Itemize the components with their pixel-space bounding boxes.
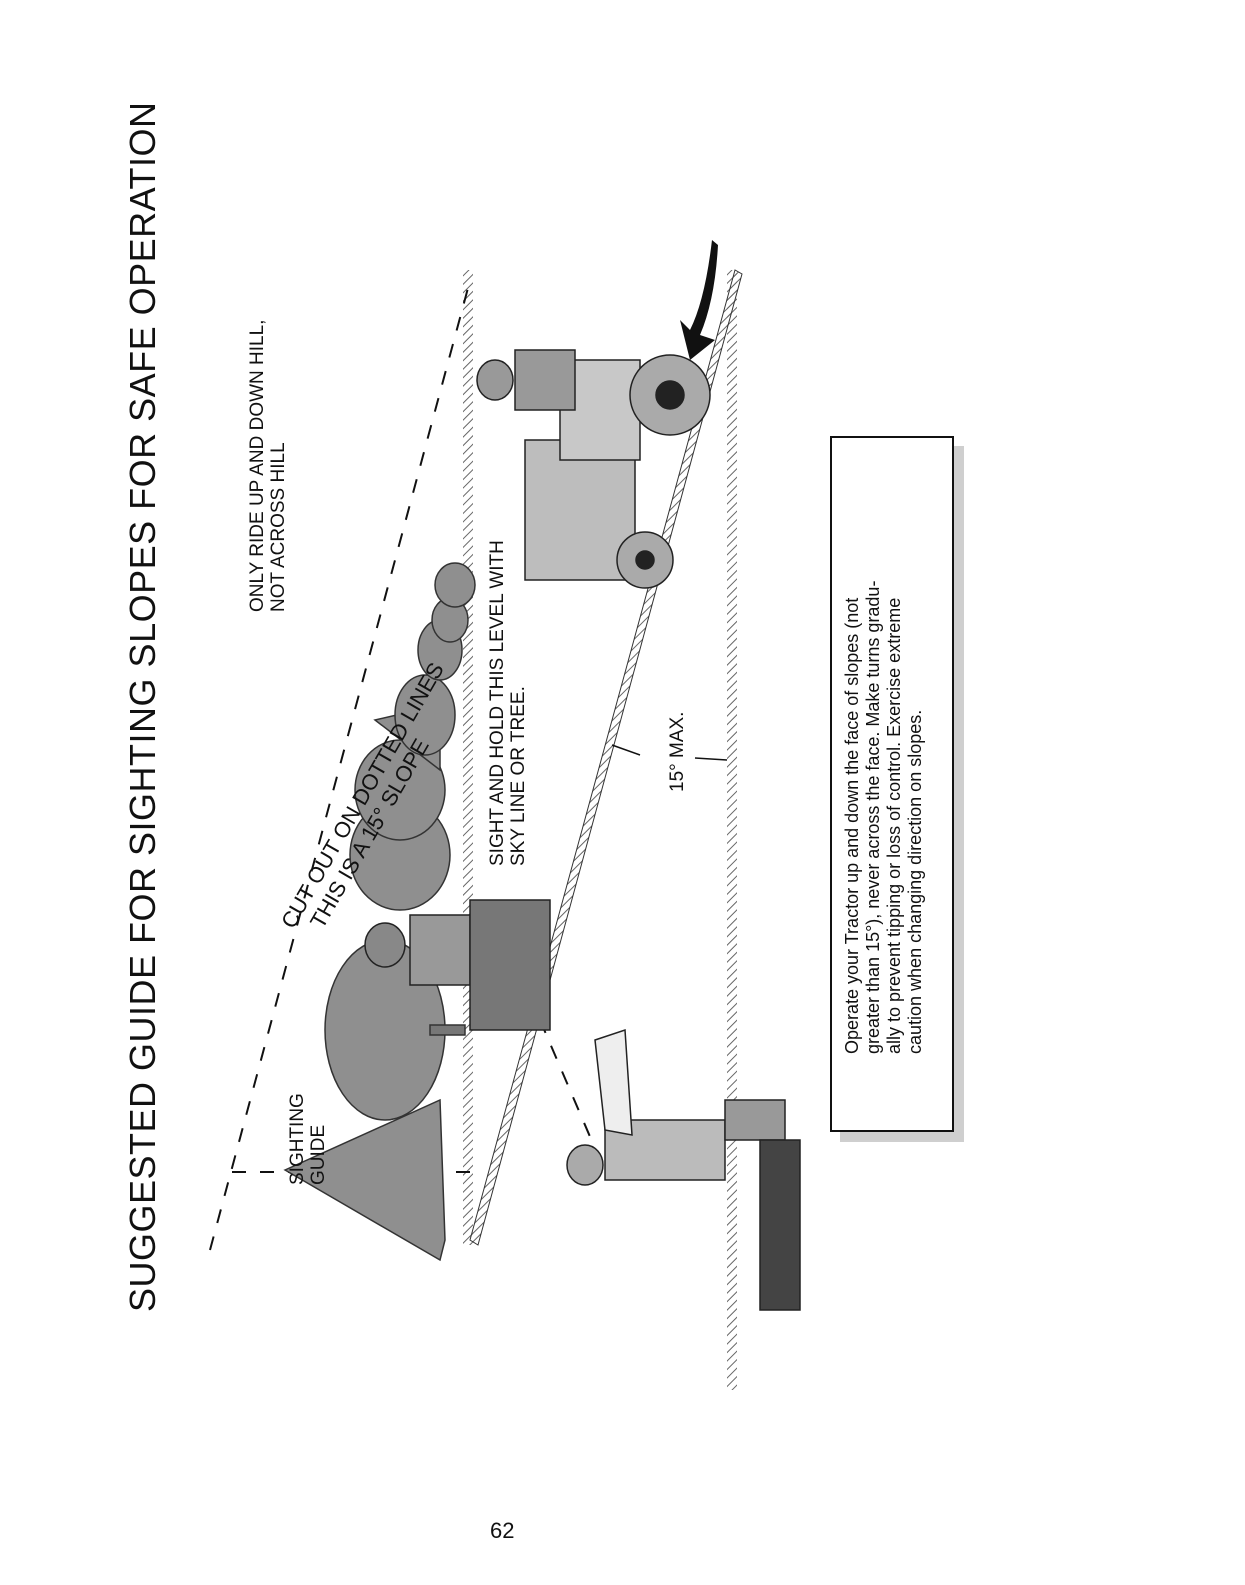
page-title: SUGGESTED GUIDE FOR SIGHTING SLOPES FOR … — [122, 101, 163, 1313]
person-holding-guide-icon — [566, 1028, 801, 1311]
warning-box — [830, 436, 954, 1132]
lawn-tractor-icon — [476, 349, 711, 589]
ground-strip-top — [463, 270, 473, 1245]
angle-arrow-icon — [611, 744, 641, 756]
warning-line: greater than 15°), never across the face… — [863, 580, 883, 1054]
warning-line: Operate your Tractor up and down the fac… — [842, 597, 862, 1054]
sight-hold-line-1: SIGHT AND HOLD THIS LEVEL WITH — [487, 540, 508, 866]
max-angle-label: 15° MAX. — [667, 711, 688, 792]
tree-icon — [283, 562, 476, 1262]
viewer-sight-line — [539, 1019, 601, 1161]
warning-line: ally to prevent tipping or loss of contr… — [884, 597, 904, 1054]
ride-up-line-2: NOT ACROSS HILL — [268, 442, 289, 612]
ground-strip-bottom — [727, 270, 737, 1390]
sighting-guide-label: SIGHTING GUIDE — [287, 1093, 329, 1185]
sighting-guide-line-2: GUIDE — [308, 1124, 329, 1185]
tractor-rider-icon — [364, 899, 551, 1031]
warning-line: caution when changing direction on slope… — [905, 709, 925, 1054]
ride-up-line-1: ONLY RIDE UP AND DOWN HILL, — [247, 319, 268, 612]
downhill-arrow-icon — [680, 240, 718, 360]
warning-text: Operate your Tractor up and down the fac… — [842, 581, 926, 1054]
sight-hold-label: SIGHT AND HOLD THIS LEVEL WITH SKY LINE … — [487, 540, 529, 866]
sighting-guide-line-1: SIGHTING — [287, 1093, 308, 1185]
ride-up-label: ONLY RIDE UP AND DOWN HILL, NOT ACROSS H… — [247, 320, 289, 612]
angle-arrow-icon — [694, 757, 728, 761]
sight-hold-line-2: SKY LINE OR TREE. — [508, 686, 529, 866]
page-number: 62 — [490, 1518, 515, 1543]
